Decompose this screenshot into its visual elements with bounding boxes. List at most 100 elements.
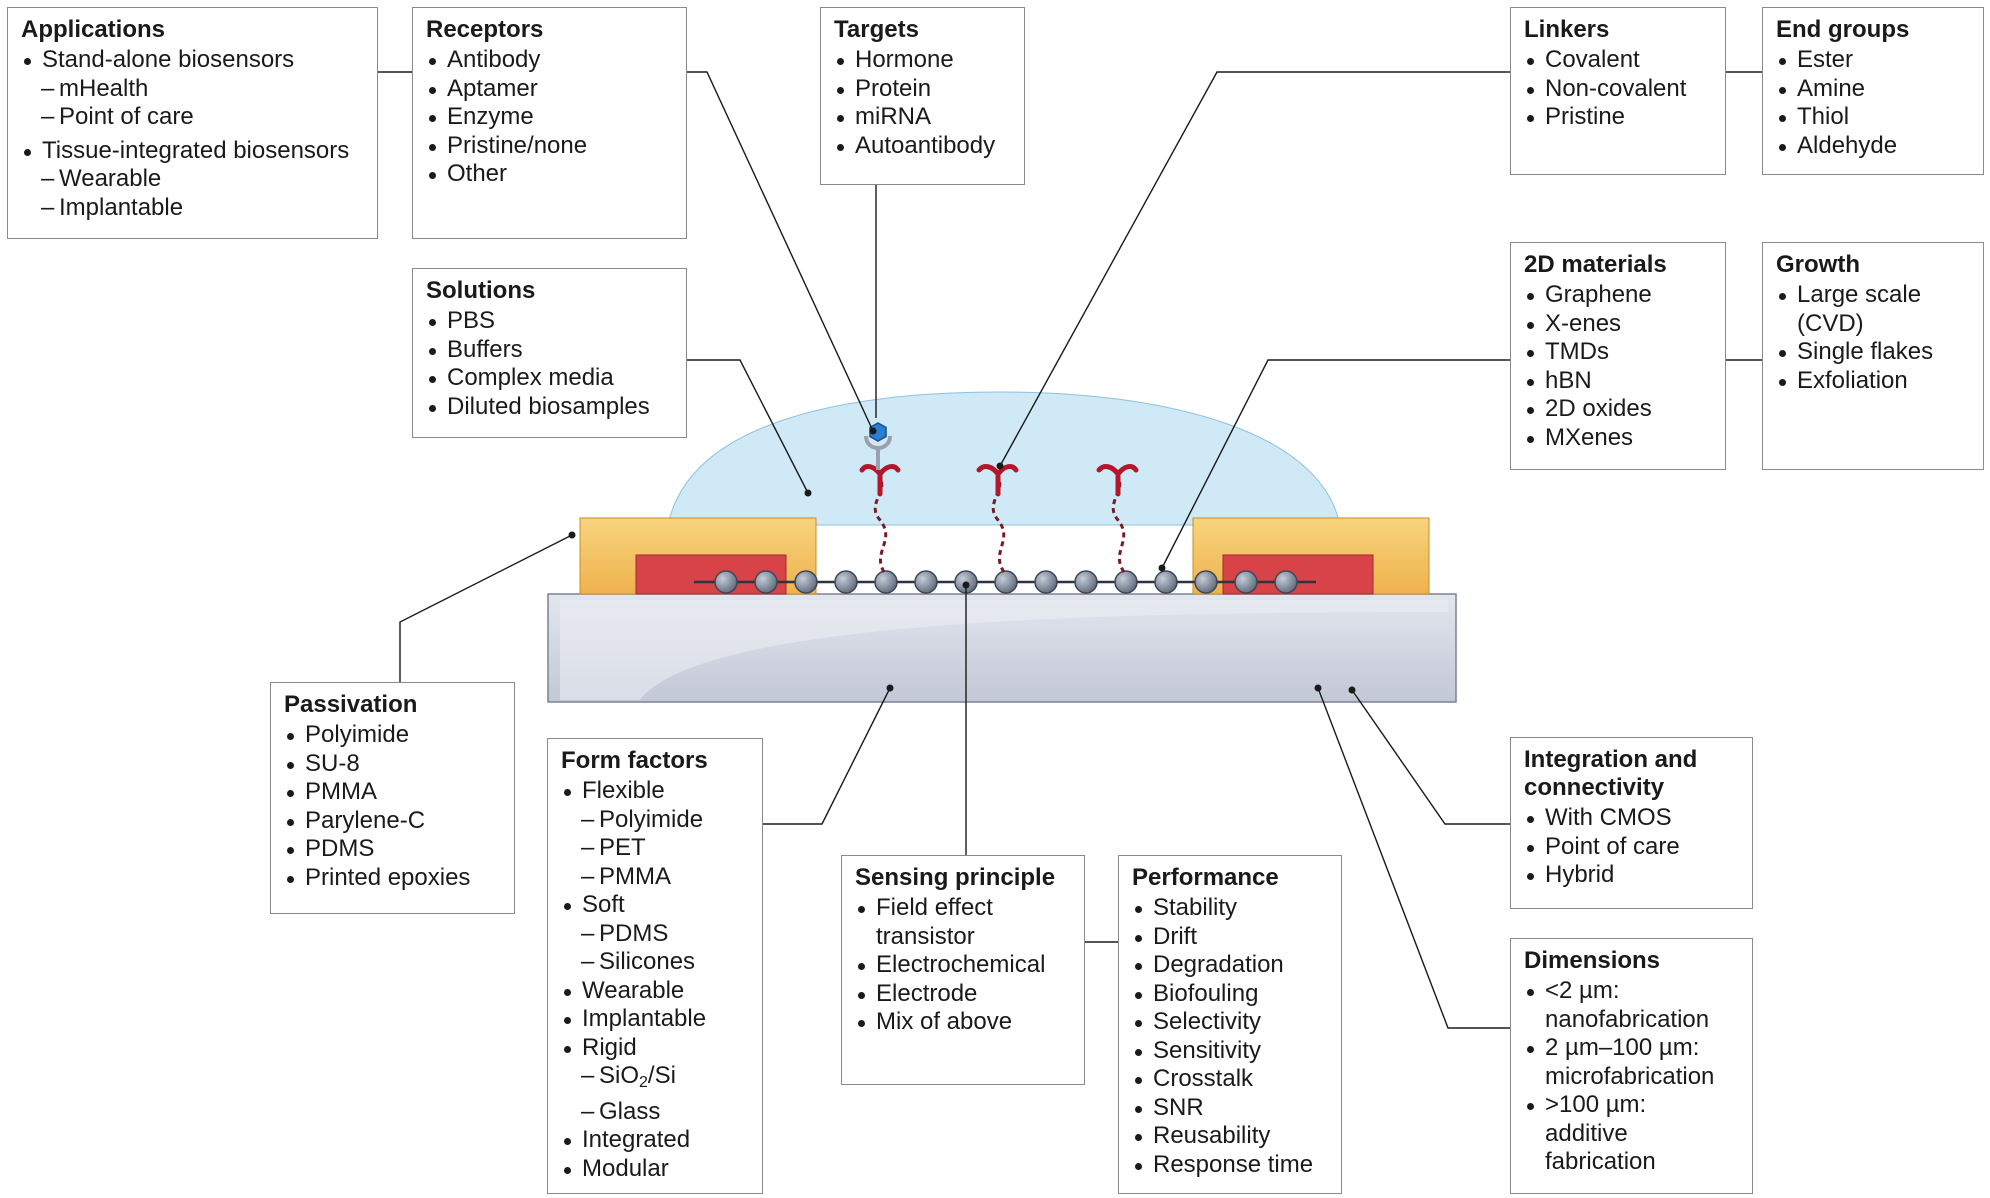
dimensions-title: Dimensions <box>1524 947 1661 974</box>
atom <box>1074 570 1098 594</box>
list-item: Soft <box>561 891 749 920</box>
list-item: Aptamer <box>426 75 673 104</box>
applications-title: Applications <box>21 16 166 43</box>
list-item: PDMS <box>561 920 749 949</box>
form-factors-box: Form factors FlexiblePolyimidePETPMMASof… <box>547 738 763 1194</box>
list-item: Hybrid <box>1524 861 1739 890</box>
list-item: Graphene <box>1524 281 1712 310</box>
list-item: Mix of above <box>855 1008 1071 1037</box>
list-item: fabrication <box>1545 1148 1656 1175</box>
applications-box: Applications Stand-alone biosensorsmHeal… <box>7 7 378 239</box>
list-item: 2 µm–100 µm: <box>1524 1034 1739 1063</box>
list-item: nanofabrication <box>1545 1005 1710 1033</box>
list-item: Hormone <box>834 46 1011 75</box>
list-item: hBN <box>1524 367 1712 396</box>
list-item: X-enes <box>1524 310 1712 339</box>
list-item: Printed epoxies <box>284 864 501 893</box>
list-item: Covalent <box>1524 46 1712 75</box>
list-item: >100 µm: <box>1524 1091 1739 1120</box>
atom <box>914 570 938 594</box>
list-item: Antibody <box>426 46 673 75</box>
list-item: TMDs <box>1524 338 1712 367</box>
list-item: Large scale <box>1776 281 1970 310</box>
list-item: Implantable <box>561 1005 749 1034</box>
list-item: Exfoliation <box>1776 367 1970 396</box>
list-item: Pristine <box>1524 103 1712 132</box>
list-item: Crosstalk <box>1132 1065 1328 1094</box>
linker-chain <box>1111 477 1126 573</box>
list-item: Reusability <box>1132 1122 1328 1151</box>
targets-title: Targets <box>834 16 919 43</box>
atom <box>1034 570 1058 594</box>
list-item: Point of care <box>1524 833 1739 862</box>
list-item: <2 µm: <box>1524 977 1739 1006</box>
list-item: 2D oxides <box>1524 395 1712 424</box>
atom <box>1234 570 1258 594</box>
list-item: Single flakes <box>1776 338 1970 367</box>
receptors-title: Receptors <box>426 16 544 43</box>
list-item: SiO2/Si <box>561 1062 749 1098</box>
2d-material-atoms <box>714 570 1298 594</box>
list-item: PET <box>561 834 749 863</box>
passivation-title: Passivation <box>284 691 418 718</box>
receptor <box>1096 464 1139 497</box>
sensing-principle-title: Sensing principle <box>855 864 1056 891</box>
list-item: Amine <box>1776 75 1970 104</box>
atom <box>714 570 738 594</box>
substrate-highlight <box>560 600 1448 700</box>
list-item: Drift <box>1132 923 1328 952</box>
list-item: Enzyme <box>426 103 673 132</box>
list-item: Buffers <box>426 336 673 365</box>
leader-lines <box>378 71 1762 1029</box>
list-item: additive <box>1545 1119 1628 1147</box>
list-item: Wearable <box>561 977 749 1006</box>
target-molecule <box>869 422 887 442</box>
list-item: Parylene-C <box>284 807 501 836</box>
list-item: Sensitivity <box>1132 1037 1328 1066</box>
list-item: Polyimide <box>284 721 501 750</box>
list-item: Ester <box>1776 46 1970 75</box>
list-item: Biofouling <box>1132 980 1328 1009</box>
list-item: Flexible <box>561 777 749 806</box>
list-item: Point of care <box>21 103 364 132</box>
list-item: Polyimide <box>561 806 749 835</box>
linkers-title: Linkers <box>1524 16 1610 43</box>
atom <box>1114 570 1138 594</box>
receptor <box>976 464 1019 497</box>
atom <box>1194 570 1218 594</box>
list-item: miRNA <box>834 103 1011 132</box>
solutions-title: Solutions <box>426 277 536 304</box>
atom <box>794 570 818 594</box>
list-item: Stand-alone biosensors <box>21 46 364 75</box>
atom <box>754 570 778 594</box>
leader-dots <box>568 427 1356 694</box>
list-item: Tissue-integrated biosensors <box>21 137 364 166</box>
atom <box>1274 570 1298 594</box>
list-item: Complex media <box>426 364 673 393</box>
list-item: Aldehyde <box>1776 132 1970 161</box>
list-item: Thiol <box>1776 103 1970 132</box>
list-item: Modular <box>561 1155 749 1184</box>
list-item: Glass <box>561 1098 749 1127</box>
list-item: PDMS <box>284 835 501 864</box>
list-item: Wearable <box>21 165 364 194</box>
list-item: Autoantibody <box>834 132 1011 161</box>
list-item: Silicones <box>561 948 749 977</box>
list-item: Response time <box>1132 1151 1328 1180</box>
atom <box>994 570 1018 594</box>
list-item: PMMA <box>561 863 749 892</box>
atom <box>834 570 858 594</box>
list-item: Electrode <box>855 980 1071 1009</box>
list-item: With CMOS <box>1524 804 1739 833</box>
